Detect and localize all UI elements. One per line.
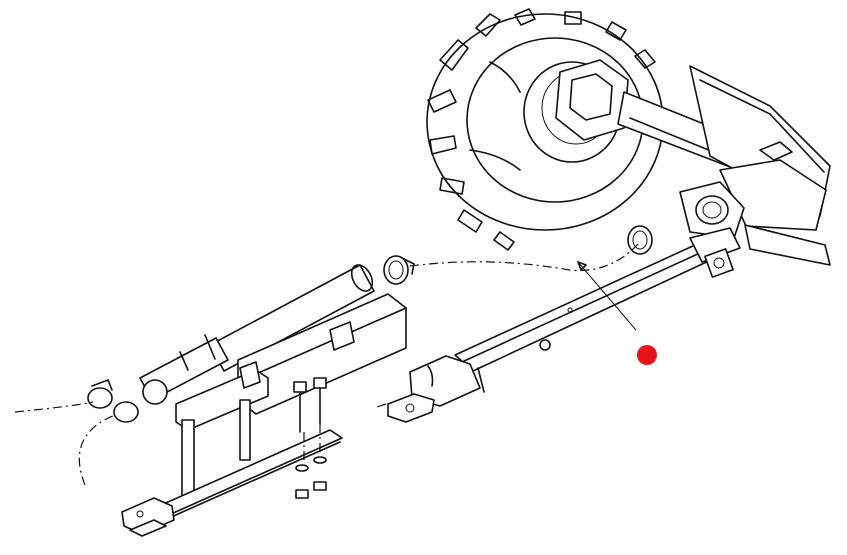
hose-clamp: [383, 225, 653, 285]
callout-leader: [577, 261, 637, 331]
hitch-clevis: [387, 355, 485, 423]
cylinder-bracket: [175, 293, 407, 501]
tow-bar: [454, 227, 741, 372]
rear-tire: [426, 8, 664, 251]
pipe-coupling: [87, 379, 168, 423]
assembly-guide-lines: [14, 243, 639, 486]
main-frame: [679, 65, 831, 266]
mounting-bolts: [293, 377, 327, 499]
tow-hitch: [121, 429, 343, 537]
highlight-marker[interactable]: [637, 345, 657, 365]
